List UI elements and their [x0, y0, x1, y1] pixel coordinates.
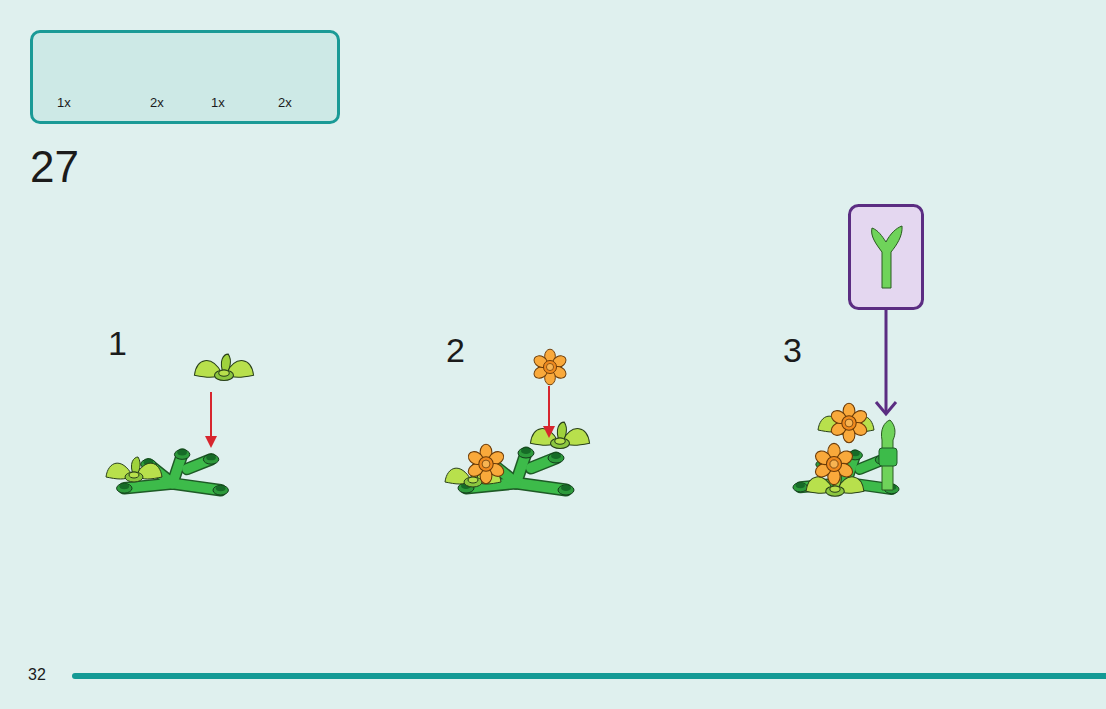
part-quantity: 1x [57, 96, 71, 109]
parts-box: 1x 2x 1x 2x [30, 30, 340, 124]
substep-number: 1 [108, 326, 127, 360]
substep-number: 2 [446, 333, 465, 367]
part-quantity: 1x [211, 96, 225, 109]
page-number: 32 [28, 667, 46, 683]
part-quantity: 2x [150, 96, 164, 109]
step-number: 27 [30, 145, 79, 189]
part-quantity: 2x [278, 96, 292, 109]
substep-number: 3 [783, 333, 802, 367]
